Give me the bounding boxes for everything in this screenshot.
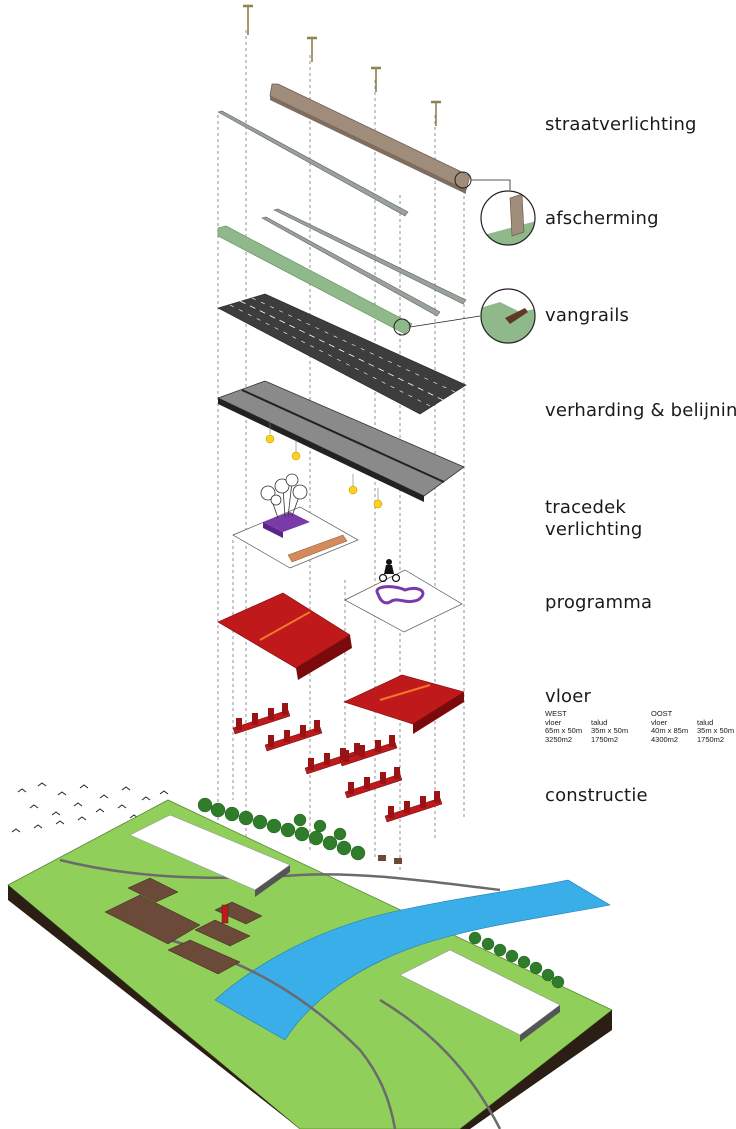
stats-oost-talud-label: talud (697, 717, 714, 727)
stats-west-talud-dims: 35m x 50m (591, 726, 629, 736)
label-programma: programma (545, 592, 653, 613)
stats-west-vloer-area: 3250m2 (545, 734, 573, 744)
program-platform-west (232, 473, 359, 569)
label-straatverlichting: straatverlichting (545, 114, 697, 135)
stats-oost-talud-dims: 35m x 50m (697, 726, 735, 736)
river (214, 879, 611, 1041)
stats-west-vloer-label: vloer (545, 717, 562, 727)
deck-lighting-layer (265, 420, 383, 509)
label-vangrails: vangrails (545, 305, 630, 326)
tree-row-north (197, 797, 366, 861)
greenhouse-east (399, 949, 561, 1042)
road-deck-layer (216, 380, 465, 502)
screen-beam-layer (269, 83, 471, 194)
stats-oost-header: OOST (651, 709, 673, 718)
small-houses (378, 855, 402, 864)
program-platform-east (344, 559, 463, 633)
callout-vangrails (393, 288, 536, 344)
flock-of-birds (11, 782, 169, 833)
label-vloer: vloer (545, 686, 592, 707)
label-constructie: constructie (545, 785, 648, 806)
guard-rails-layer (217, 110, 467, 335)
stats-west-talud-label: talud (591, 717, 608, 727)
street-lights-layer (243, 4, 441, 126)
stats-oost-vloer-area: 4300m2 (651, 734, 679, 744)
label-verlichting: verlichting (545, 519, 643, 540)
label-verharding-belijning: verharding & belijning (545, 400, 736, 421)
greenhouse-west (129, 814, 291, 897)
floor-layer (217, 592, 465, 734)
label-tracedek: tracedek (545, 497, 626, 518)
construction-frames (236, 703, 440, 818)
stats-oost-talud-area: 1750m2 (697, 734, 725, 744)
farm-buildings (104, 877, 263, 975)
asphalt-markings-layer (217, 293, 467, 415)
stats-oost-vloer-dims: 40m x 85m (651, 726, 689, 736)
label-afscherming: afscherming (545, 208, 659, 229)
stats-oost-vloer-label: vloer (651, 717, 668, 727)
construction-layer (232, 709, 443, 823)
stats-west-header: WEST (545, 709, 567, 718)
stats-west-vloer-dims: 65m x 50m (545, 726, 583, 736)
stats-west-talud-area: 1750m2 (591, 734, 619, 744)
tree-row-east (468, 931, 565, 989)
